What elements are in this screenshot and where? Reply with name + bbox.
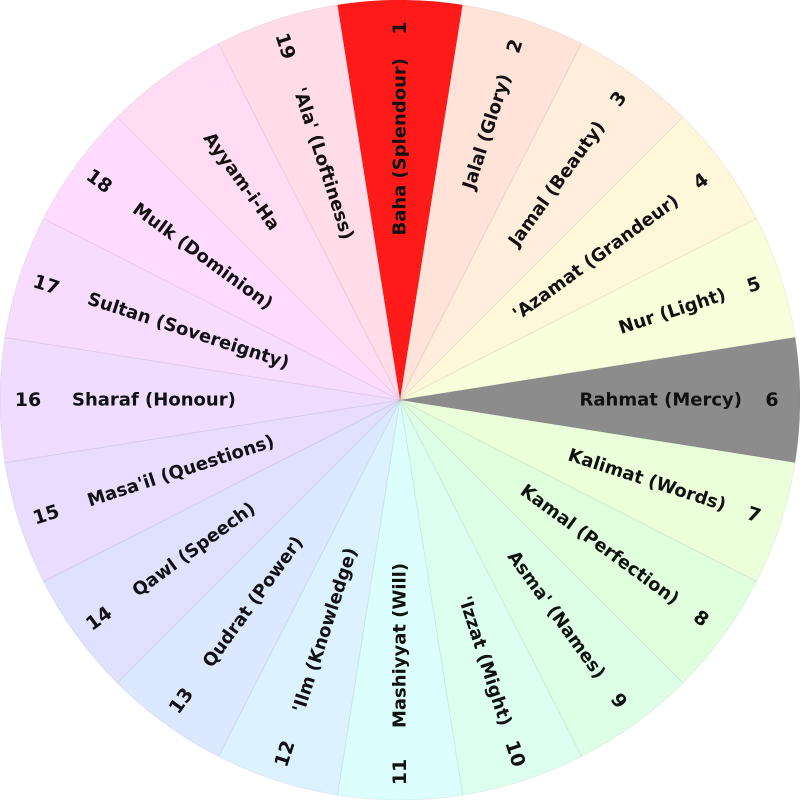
month-segment [4, 399, 401, 583]
month-segment [399, 4, 583, 401]
month-number: 7 [744, 502, 763, 527]
month-number: 1 [389, 21, 411, 34]
month-segment [116, 399, 401, 758]
segment-label: Baha (Splendour) 1 [389, 21, 411, 235]
month-segment [399, 42, 684, 401]
month-segment [399, 399, 583, 796]
month-name: Baha (Splendour) [390, 58, 411, 236]
month-segment [4, 217, 401, 401]
month-segment [0, 336, 401, 464]
month-number: 2 [502, 37, 527, 56]
month-number: 6 [765, 389, 778, 411]
month-number: 16 [15, 389, 41, 411]
month-segment [217, 399, 401, 796]
segment-label: Mashiyyat (Will) 11 [389, 563, 411, 785]
month-number: 5 [744, 273, 763, 298]
month-name: Mashiyyat (Will) [390, 563, 411, 728]
month-segment [399, 399, 758, 684]
month-name: Rahmat (Mercy) [580, 390, 742, 411]
month-number: 11 [389, 759, 411, 785]
month-segment [399, 217, 796, 401]
month-segment [217, 4, 401, 401]
segment-label: Sharaf (Honour) 16 [15, 389, 236, 411]
month-segment [336, 0, 464, 401]
segment-label: Rahmat (Mercy) 6 [580, 389, 779, 411]
month-segment [399, 399, 684, 758]
month-segment [116, 42, 401, 401]
month-name: Sharaf (Honour) [72, 390, 236, 411]
month-segment [399, 116, 758, 401]
month-segment [42, 116, 401, 401]
month-segment [42, 399, 401, 684]
month-segment [399, 399, 796, 583]
